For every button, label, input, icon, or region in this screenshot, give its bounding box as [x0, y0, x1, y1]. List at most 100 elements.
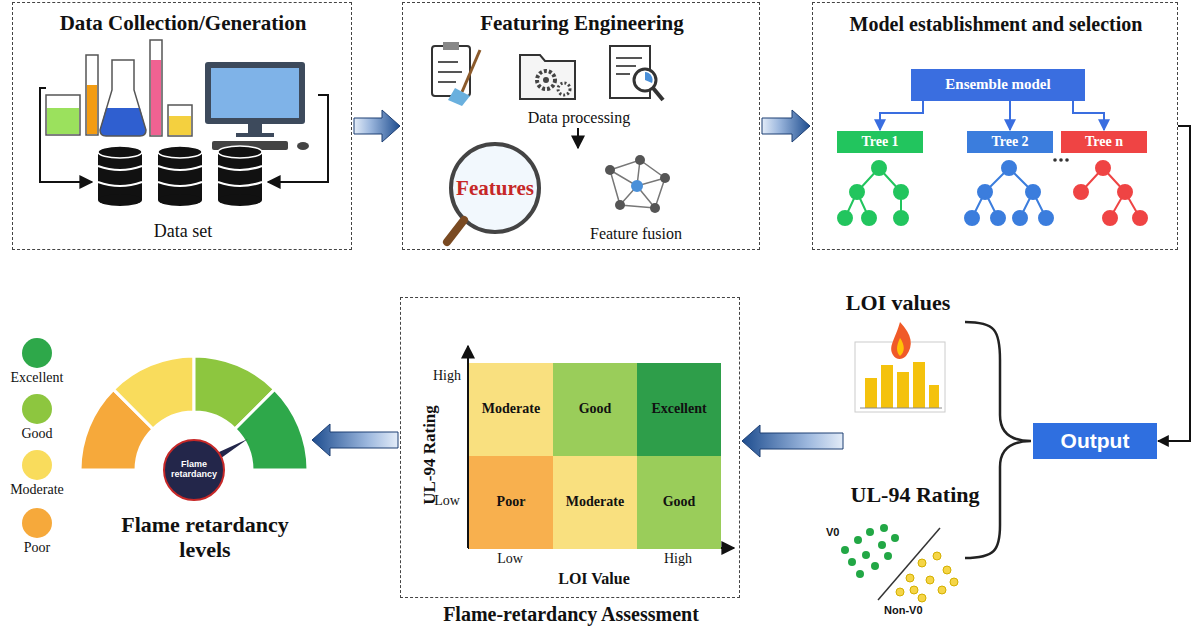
legend-swatch: [22, 450, 52, 480]
decision-tree: [991, 211, 1005, 225]
legend-item: Poor: [14, 508, 60, 556]
lab-glassware: [169, 116, 191, 135]
gauge-meter: Flame retardancy: [78, 352, 310, 502]
decision-tree: [978, 185, 992, 199]
lab-glassware: [168, 105, 192, 136]
decision-tree: [1026, 185, 1040, 199]
output-connector: [1158, 126, 1190, 441]
network-icon: [605, 155, 670, 213]
node-label: Tree 2: [991, 134, 1028, 150]
legend-item: Moderate: [14, 450, 60, 498]
gauge-hub: Flame retardancy: [163, 439, 225, 501]
axis-tick: High: [433, 368, 461, 384]
classification-scatter: [933, 552, 941, 560]
legend-label: Poor: [24, 540, 50, 556]
decision-tree: [1118, 185, 1132, 199]
loi-icon: [881, 365, 893, 408]
network-icon: [605, 165, 615, 175]
classification-scatter: [896, 588, 904, 596]
decision-tree: [1096, 161, 1110, 175]
panel-text: Data set: [13, 221, 353, 242]
output-box: Output: [1033, 423, 1157, 459]
axis-tick: Low: [497, 551, 523, 567]
classification-scatter: [866, 528, 874, 536]
tree-arrow: [1009, 101, 1011, 130]
lab-glassware: [47, 108, 79, 134]
database-icon: [218, 146, 262, 206]
cleaning-icon: [448, 88, 470, 106]
loi-icon: [891, 322, 911, 359]
legend-swatch: [22, 394, 52, 424]
loi-icon: [897, 372, 909, 408]
node-label: Poor: [497, 494, 526, 510]
tree-arrow: [880, 101, 923, 130]
tree-box: Tree 1: [837, 131, 923, 153]
decision-tree: [872, 161, 886, 175]
model-box: Ensemble model: [911, 69, 1085, 101]
gauge-segment: [235, 389, 308, 470]
loi-icon: [865, 378, 877, 408]
classification-scatter: [910, 586, 918, 594]
classification-scatter: [854, 536, 862, 544]
down-arrow: [577, 128, 579, 148]
legend-swatch: [22, 338, 52, 368]
classification-scatter: [841, 524, 899, 578]
network-icon: [660, 173, 670, 183]
node-label: Tree n: [1085, 134, 1123, 150]
classification-scatter: [848, 558, 856, 566]
matrix-cell: Moderate: [553, 456, 637, 549]
decision-tree: [1074, 161, 1147, 225]
folder-gear-icon: [543, 77, 549, 83]
decision-tree: [838, 158, 1147, 225]
matrix-cell: Poor: [469, 456, 553, 549]
feature-word: Features: [456, 176, 534, 200]
analysis-icon: [610, 46, 663, 100]
computer: [236, 133, 274, 137]
computer: [211, 68, 299, 118]
chart-axis: [468, 346, 734, 548]
matrix-cell: Excellent: [637, 363, 721, 456]
classification-scatter: [841, 524, 958, 602]
stage-panel: Data Collection/GenerationData set: [12, 2, 352, 250]
classification-scatter: [918, 594, 926, 602]
decision-tree: [838, 211, 852, 225]
legend-label: Excellent: [11, 370, 64, 386]
classification-scatter: [918, 559, 926, 567]
axis-title: LOI Value: [558, 570, 630, 588]
class-label: V0: [826, 526, 839, 539]
computer: [205, 62, 305, 124]
block-arrow: [762, 110, 810, 142]
classification-scatter: [862, 551, 870, 559]
decision-tree: [894, 211, 908, 225]
cleaning-icon: [432, 42, 480, 106]
analysis-icon: [653, 88, 663, 100]
panel-title: Featuring Engineering: [403, 11, 761, 35]
tree-box: Tree 2: [967, 131, 1053, 153]
classification-scatter: [896, 552, 958, 602]
decision-tree: [845, 168, 901, 218]
loi-icon: [929, 385, 939, 408]
folder-gear-icon: [558, 83, 570, 95]
gauge-title: Flame retardancy levels: [105, 512, 305, 563]
axis-tick: Low: [434, 493, 460, 509]
bracket-arrow: [268, 95, 328, 182]
classification-scatter: [841, 546, 849, 554]
decision-tree: [850, 185, 864, 199]
magnifier: [447, 220, 464, 242]
block-arrow: [354, 110, 400, 142]
tree-box: Tree n: [1061, 131, 1147, 153]
decision-tree: [1002, 161, 1016, 175]
analysis-icon: [634, 69, 656, 91]
decision-tree: [894, 185, 908, 199]
classification-scatter: [891, 534, 899, 542]
node-label: Good: [579, 401, 612, 417]
panel-title: Model establishment and selection: [813, 13, 1179, 36]
node-label: Good: [663, 494, 696, 510]
network-icon: [615, 200, 625, 210]
decision-tree: [1059, 158, 1063, 162]
lab-glassware: [46, 40, 192, 136]
decision-tree: [1074, 185, 1088, 199]
panel-text: Feature fusion: [590, 225, 682, 243]
node-label: Ensemble model: [945, 76, 1050, 93]
